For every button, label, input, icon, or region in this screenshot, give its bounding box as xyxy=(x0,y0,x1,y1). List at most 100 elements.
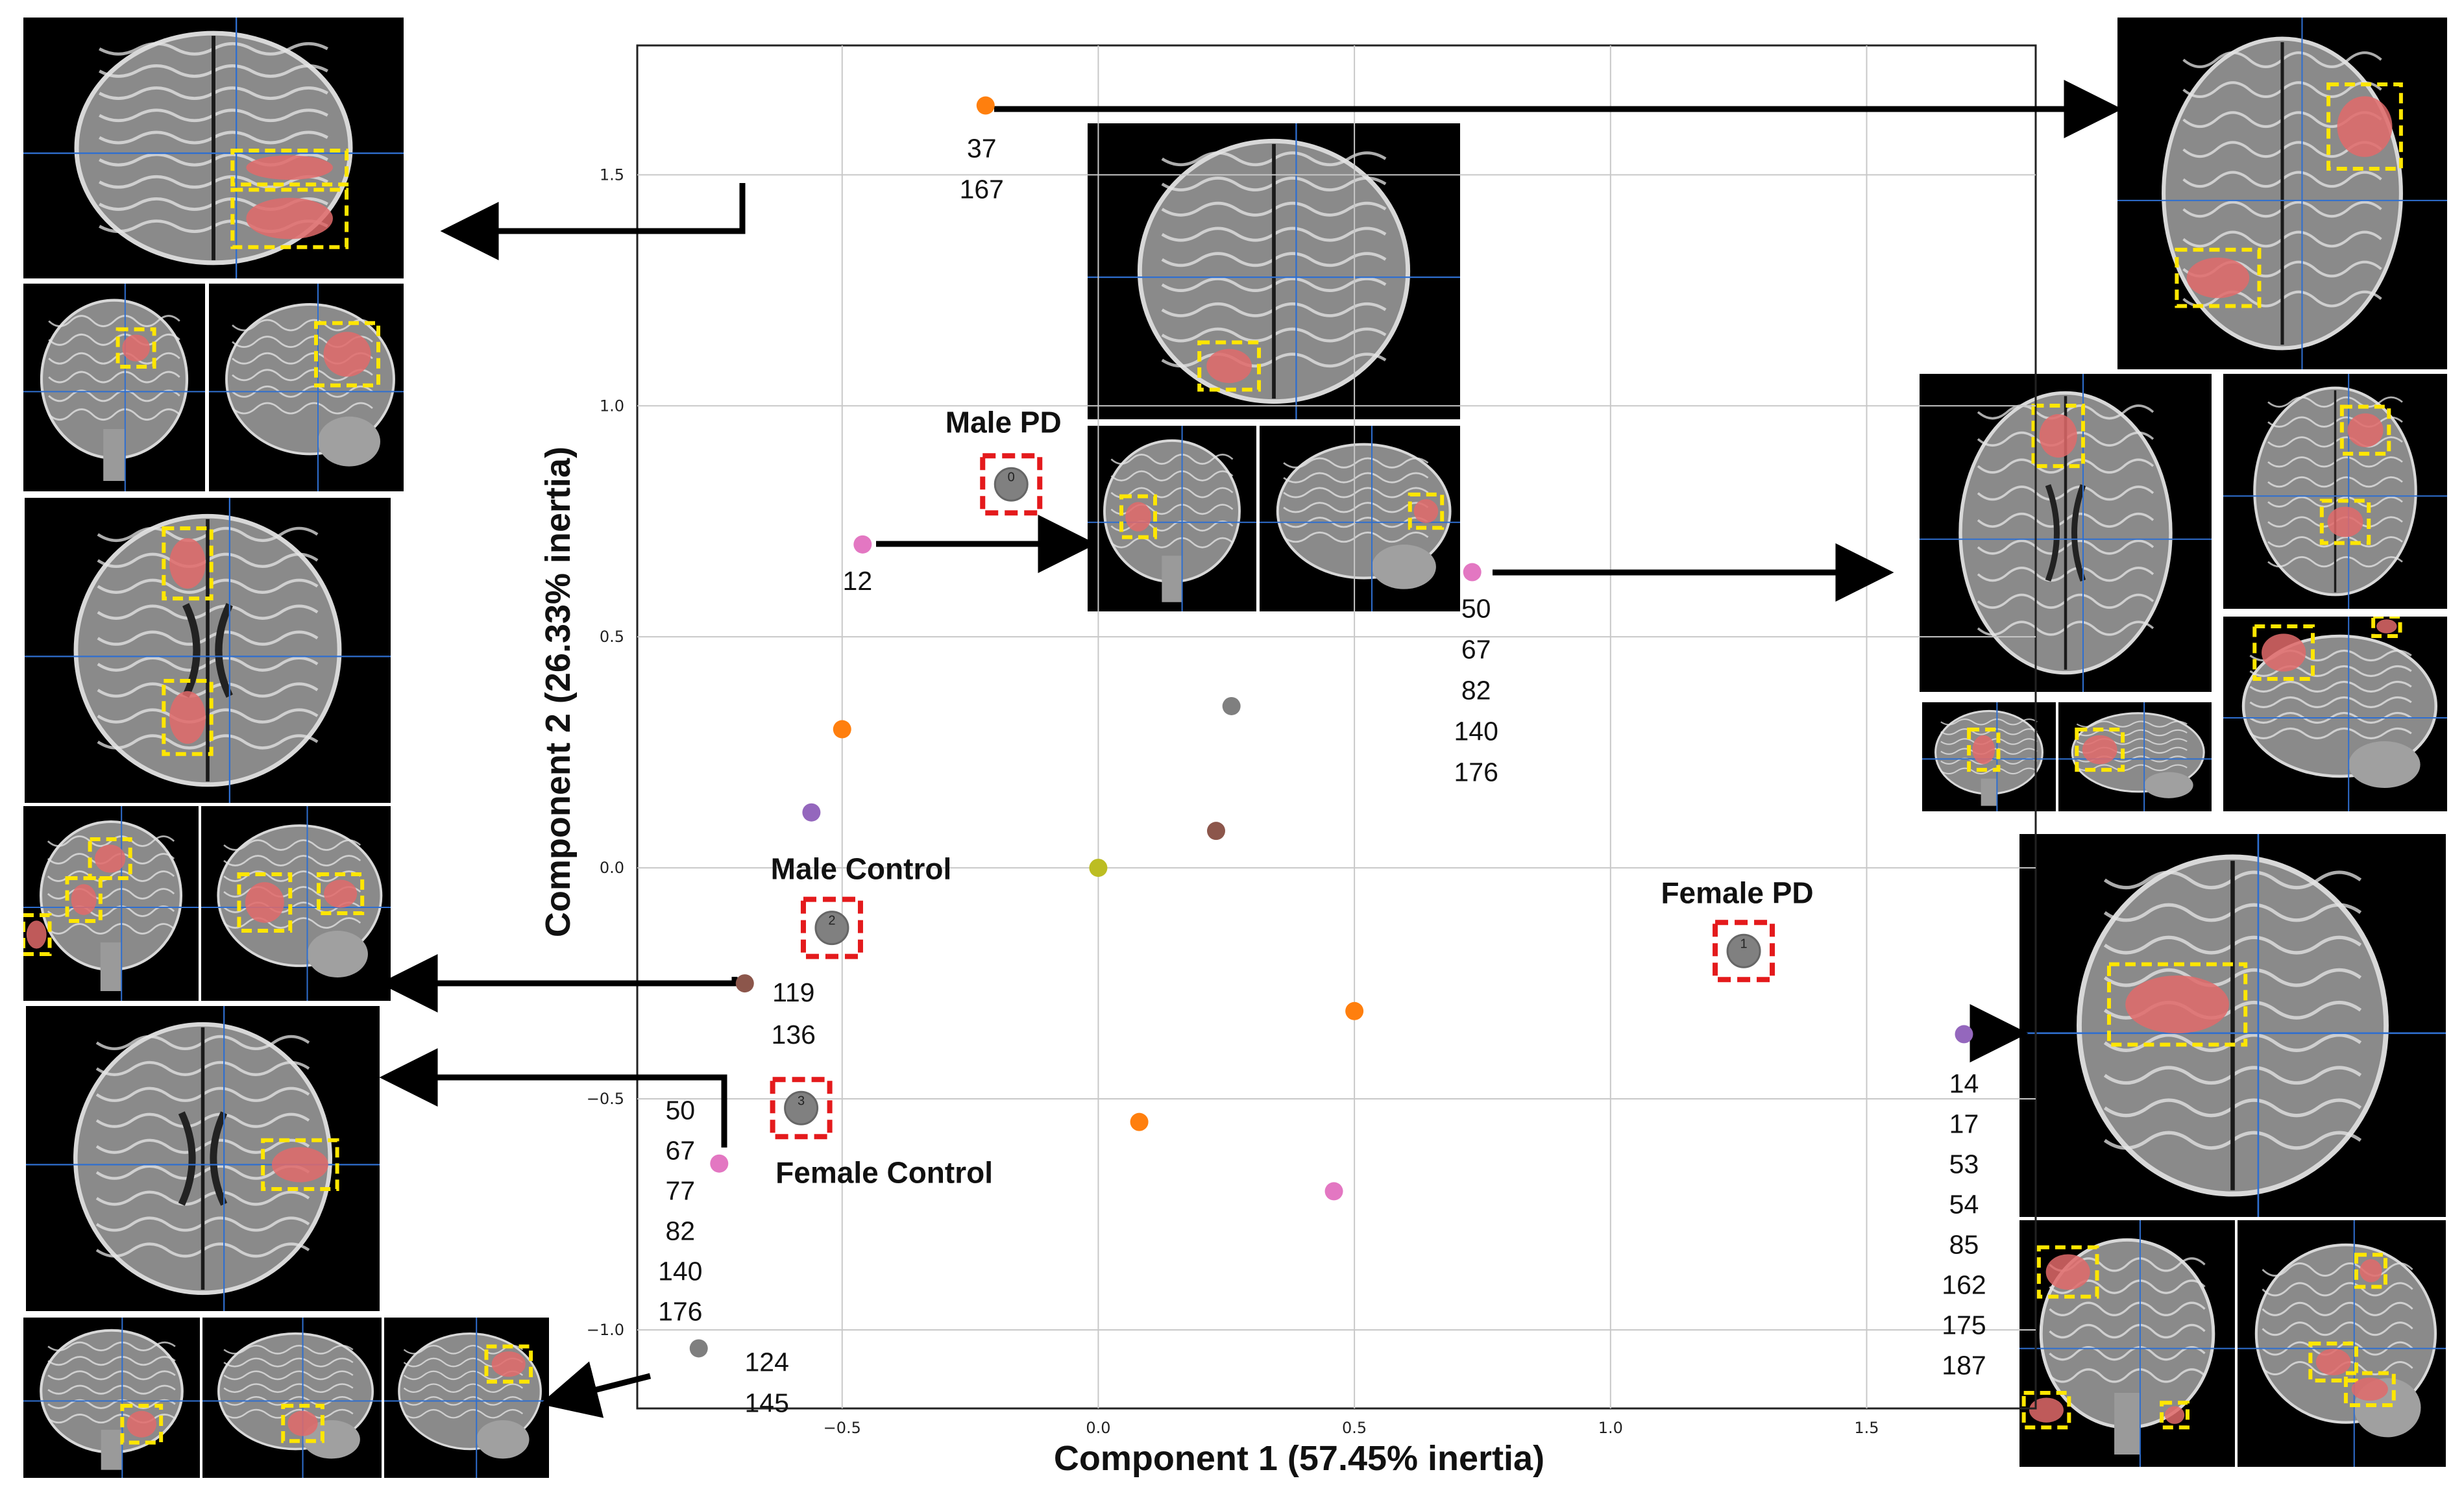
group-label: Female Control xyxy=(775,1155,993,1189)
data-point xyxy=(802,803,821,822)
annotation-arrow xyxy=(440,183,746,260)
point-id-label: 167 xyxy=(960,175,1004,204)
point-id-label: 187 xyxy=(1942,1350,1986,1380)
y-tick-label: −1.0 xyxy=(587,1321,624,1339)
point-id-label: 50 xyxy=(1461,594,1491,624)
data-point xyxy=(1324,1182,1343,1201)
point-id-label: 162 xyxy=(1942,1270,1986,1299)
centroid-box xyxy=(980,453,1043,516)
point-id-label: 136 xyxy=(772,1020,816,1050)
brain-panel-center-axial xyxy=(1088,123,1460,419)
brain-panel-right-sagittal-b xyxy=(2058,702,2212,811)
data-point xyxy=(1463,563,1482,582)
group-label: Male Control xyxy=(771,852,952,886)
brain-panel-top-left-axial xyxy=(23,18,404,278)
centroid-box xyxy=(800,896,863,959)
brain-panel-low-right-axial xyxy=(2019,834,2446,1217)
tick-labels: −0.5 0.0 0.5 1.0 1.5 −1.0 −0.5 0.0 0.5 1.0 1.5 xyxy=(587,166,1879,1437)
annotation-arrow xyxy=(539,1361,652,1418)
point-id-label: 175 xyxy=(1942,1310,1986,1340)
y-tick-label: −0.5 xyxy=(587,1090,624,1108)
brain-panel-low-left-axial xyxy=(26,1006,380,1311)
data-point xyxy=(976,96,995,115)
point-id-label: 82 xyxy=(1461,676,1491,706)
brain-panel-top-right-axial xyxy=(2117,18,2447,369)
brain-panel-right-axial-a xyxy=(1920,374,2212,692)
brain-panel-center-coronal xyxy=(1088,426,1256,611)
x-tick-label: 0.5 xyxy=(1342,1419,1367,1437)
group-label: Female PD xyxy=(1661,876,1813,909)
brain-panel-mid-left-axial xyxy=(25,498,391,803)
brain-panel-low-right-sagittal xyxy=(2238,1220,2446,1467)
data-point xyxy=(710,1154,729,1173)
brain-panel-mid-left-coronal xyxy=(23,806,199,1001)
annotation-arrow xyxy=(379,1048,727,1148)
x-axis-title: Component 1 (57.45% inertia) xyxy=(1054,1439,1544,1478)
brain-panel-right-sagittal-a xyxy=(2223,617,2447,811)
point-id-label: 82 xyxy=(665,1216,695,1246)
brain-panel-mid-left-sagittal xyxy=(201,806,391,1001)
brain-panel-right-axial-b xyxy=(2223,374,2447,609)
centroid-id: 3 xyxy=(798,1094,805,1108)
centroid-box xyxy=(770,1077,833,1140)
group-label: Male PD xyxy=(945,405,1062,439)
annotation-arrows xyxy=(379,80,2123,1418)
y-tick-label: 0.5 xyxy=(600,628,624,646)
brain-panel-top-left-sagittal xyxy=(209,284,404,491)
point-id-label: 176 xyxy=(1454,757,1498,787)
centroid-marker xyxy=(994,467,1029,502)
brain-panel-low-left-coronal xyxy=(23,1318,200,1478)
brain-panel-low-left-sagittal-b xyxy=(384,1318,549,1478)
point-id-label: 50 xyxy=(665,1096,695,1125)
axes-frame xyxy=(636,44,2037,1410)
data-point xyxy=(1345,1001,1364,1020)
y-tick-label: 0.0 xyxy=(600,859,624,877)
annotation-arrow xyxy=(379,954,738,1013)
brain-panel-low-left-sagittal-a xyxy=(202,1318,382,1478)
centroid-marker xyxy=(784,1090,819,1125)
centroid-id: 1 xyxy=(1740,937,1747,951)
y-tick-label: 1.5 xyxy=(600,166,624,184)
data-point xyxy=(833,720,851,739)
data-point xyxy=(1955,1025,1973,1044)
point-id-label: 67 xyxy=(665,1136,695,1166)
y-tick-label: 1.0 xyxy=(600,397,624,415)
point-id-label: 124 xyxy=(745,1347,789,1377)
brain-panel-center-sagittal xyxy=(1260,426,1460,611)
point-id-label: 145 xyxy=(745,1388,789,1418)
point-id-label: 176 xyxy=(658,1297,702,1327)
point-id-label: 140 xyxy=(658,1257,702,1286)
centroid-id: 2 xyxy=(828,914,835,928)
centroid-box xyxy=(1713,920,1775,983)
data-point xyxy=(1206,822,1225,841)
x-tick-label: −0.5 xyxy=(823,1419,861,1437)
centroid-id: 0 xyxy=(1008,470,1015,484)
data-point xyxy=(1089,859,1108,878)
point-id-label: 37 xyxy=(967,134,997,164)
centroid-marker xyxy=(1726,933,1761,968)
point-id-label: 85 xyxy=(1949,1229,1979,1259)
data-point xyxy=(1130,1112,1149,1131)
point-id-label: 53 xyxy=(1949,1149,1979,1179)
point-id-label: 12 xyxy=(843,566,873,596)
data-point xyxy=(735,974,754,993)
brain-panel-right-coronal-a xyxy=(1922,702,2056,811)
x-tick-label: 0.0 xyxy=(1086,1419,1110,1437)
point-id-label: 14 xyxy=(1949,1068,1979,1098)
grid-lines xyxy=(637,45,2036,1408)
y-axis-title: Component 2 (26.33% inertia) xyxy=(539,447,578,937)
data-point xyxy=(853,535,872,554)
data-point xyxy=(689,1339,708,1358)
point-id-label: 140 xyxy=(1454,717,1498,746)
brain-panel-low-right-coronal xyxy=(2019,1220,2235,1467)
x-tick-label: 1.5 xyxy=(1854,1419,1879,1437)
point-id-label: 67 xyxy=(1461,635,1491,665)
point-id-label: 54 xyxy=(1949,1189,1979,1219)
data-point xyxy=(1222,696,1241,715)
point-id-label: 77 xyxy=(665,1176,695,1206)
point-id-label: 17 xyxy=(1949,1109,1979,1138)
x-tick-label: 1.0 xyxy=(1598,1419,1623,1437)
